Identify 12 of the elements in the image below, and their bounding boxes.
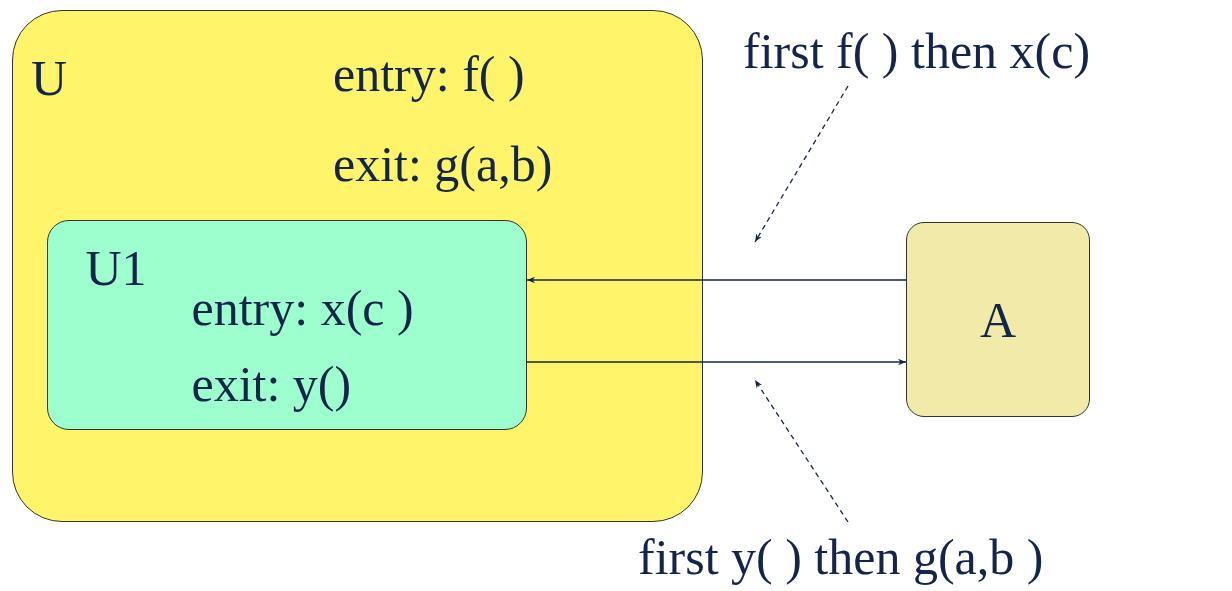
transition-arrow (526, 358, 907, 366)
state-name: U (31, 53, 68, 103)
dashed-arrow (754, 379, 849, 523)
annotation-text: first y( ) then g(a,b ) (638, 526, 1228, 588)
annotation-text: first f( ) then x(c) (743, 20, 1229, 82)
substate-box (46, 219, 527, 430)
composite-state-box (12, 10, 703, 522)
transition-arrow (526, 276, 907, 284)
state-name: A (979, 294, 1017, 345)
state-box (906, 222, 1090, 417)
state-name: U1 (85, 242, 147, 293)
dashed-arrow (754, 85, 849, 243)
